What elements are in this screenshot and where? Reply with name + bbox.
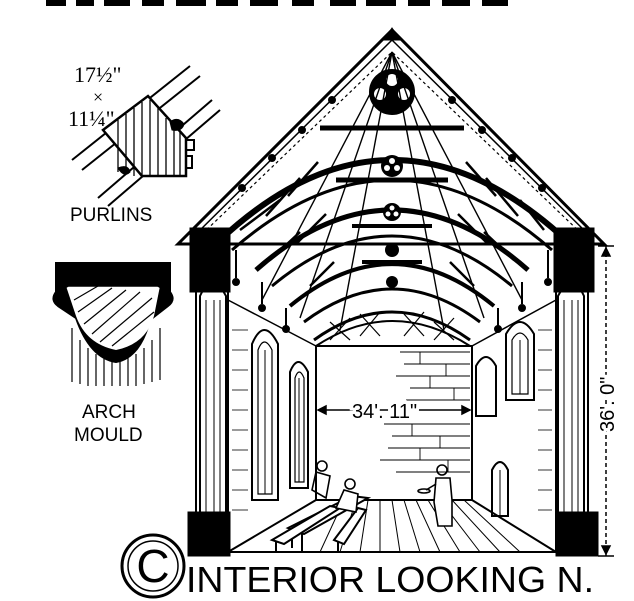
right-lancet-windows <box>475 321 535 517</box>
cropped-heading-remnant <box>46 0 508 6</box>
far-end-wall <box>315 345 473 501</box>
purlin-section-detail <box>71 65 221 207</box>
arch-mould-dim: 2' 7" <box>84 266 125 289</box>
caption-circle-letter <box>120 533 186 599</box>
standing-servant-figure <box>417 464 453 527</box>
left-lancet-windows <box>251 329 309 501</box>
purlin-dim-by: × <box>93 87 103 107</box>
arch-mould-detail <box>52 262 174 386</box>
seated-figure <box>311 460 359 513</box>
span-dimension-label: 34'. 11" <box>352 401 417 423</box>
refectory-table <box>269 494 372 552</box>
gable-quatrefoil <box>369 69 415 115</box>
caption-letter: C <box>136 540 169 592</box>
interior-view <box>174 27 614 557</box>
roof-quatrefoils <box>381 155 403 288</box>
height-dimension-label: 36'. 0" <box>597 377 619 432</box>
purlin-dim-bottom: 11¼" <box>68 106 115 131</box>
height-dimension-line <box>598 245 614 557</box>
purlin-dim-top: 17½" <box>74 62 121 87</box>
arch-mould-label-line1: ARCH <box>82 402 136 423</box>
caption-title: INTERIOR LOOKING N. <box>186 559 594 600</box>
floor-boards <box>319 499 521 553</box>
arch-mould-label-line2: MOULD <box>74 425 143 446</box>
purlin-label: PURLINS <box>70 205 152 226</box>
span-dimension-line <box>316 404 472 416</box>
